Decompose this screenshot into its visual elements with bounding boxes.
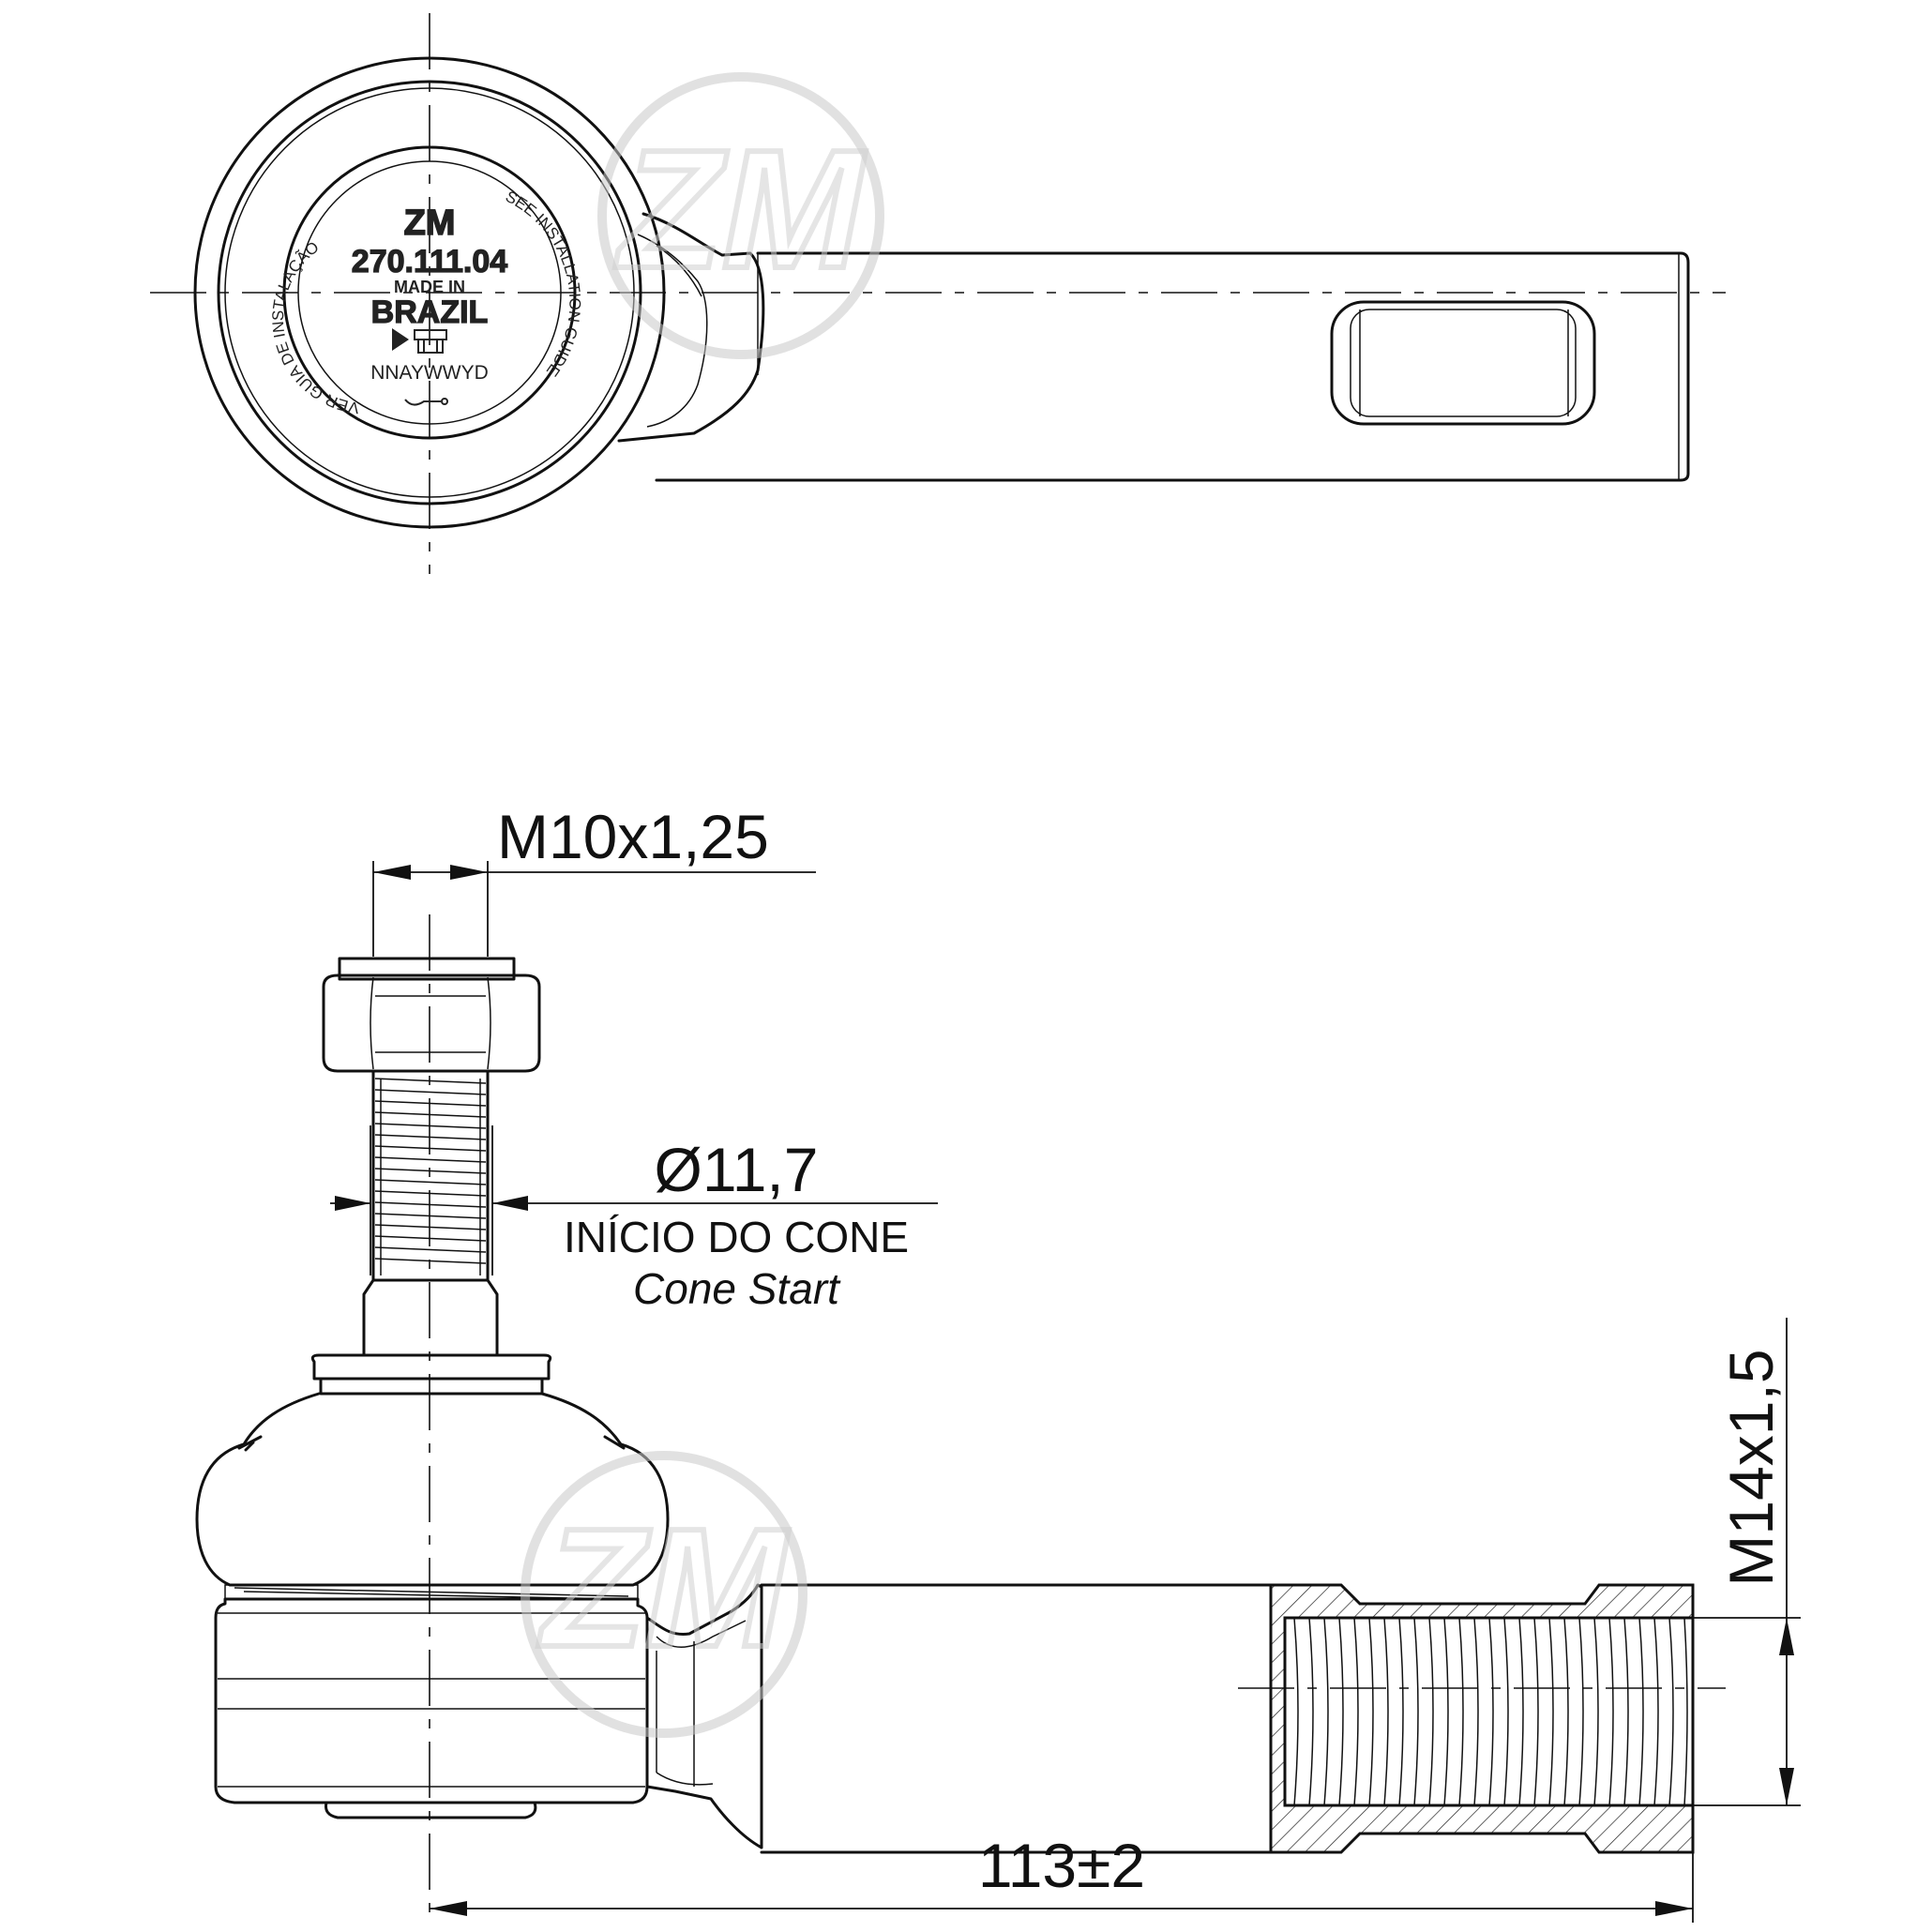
side-neck-detail-top — [656, 1620, 747, 1648]
stud-washer-lower — [319, 1377, 544, 1396]
side-neck — [645, 1583, 763, 1849]
svg-text:ZM: ZM — [537, 1494, 790, 1683]
stud-thread-lines — [374, 1078, 487, 1264]
rod-arrow-bottom — [1779, 1768, 1794, 1805]
wrench-flat — [1330, 300, 1596, 426]
length-arrow-right — [1655, 1901, 1693, 1916]
svg-text:ZM: ZM — [614, 115, 867, 304]
date-code-marking: NNAYWWYD — [370, 362, 489, 384]
cone-start-label-en: Cone Start — [633, 1264, 841, 1313]
cone-start-label-pt: INÍCIO DO CONE — [564, 1213, 909, 1261]
ring-text-left: VER GUIA DE INSTALAÇÃO — [269, 238, 360, 417]
rod-arrow-top — [1779, 1618, 1794, 1655]
cap-outer-circle — [282, 145, 577, 440]
nut-top-washer — [338, 957, 516, 981]
arrow-right — [450, 865, 488, 880]
bore-thread-lines — [1293, 1617, 1688, 1806]
nut-body — [322, 974, 541, 1073]
housing-second-circle — [217, 80, 642, 506]
threaded-bore — [1283, 1616, 1695, 1807]
watermark-logo-bottom: ZM — [521, 1451, 808, 1738]
ball-housing — [214, 1597, 649, 1804]
top-neck-detail — [656, 245, 702, 297]
nut-facet-left — [370, 976, 374, 1070]
cone-arrow-right — [492, 1196, 528, 1211]
cone-diameter-label: Ø11,7 — [655, 1135, 819, 1204]
top-view: ZM 270.111.04 MADE IN BRAZIL NNAYWWYD VE… — [150, 13, 1726, 574]
top-shaft-outline — [655, 251, 1690, 482]
arrow-left — [373, 865, 411, 880]
boot-clip-left — [237, 1435, 263, 1452]
part-number-marking: 270.111.04 — [352, 244, 508, 279]
country-marking: BRAZIL — [371, 294, 489, 330]
threaded-stud — [362, 1069, 499, 1357]
made-in-marking: MADE IN — [394, 278, 465, 296]
top-neck-outline — [617, 212, 765, 443]
dimension-rod-thread: M14x1,5 — [1693, 1318, 1801, 1806]
boot-clip-right — [603, 1435, 626, 1450]
rod-thread-label: M14x1,5 — [1716, 1349, 1786, 1586]
housing-outer-circle — [193, 56, 666, 529]
dimension-stud-thread: M10x1,25 — [372, 802, 816, 957]
wrench-flat-inner — [1350, 309, 1577, 417]
stud-thread-outline — [371, 1069, 490, 1282]
cap-inner-circle — [297, 160, 562, 425]
brand-marking: ZM — [404, 204, 456, 243]
dimension-overall-length: 113±2 — [430, 1831, 1694, 1923]
wrench-symbol-icon — [404, 398, 448, 406]
watermark-logo-top: ZM — [597, 72, 884, 359]
stud-symbol-icon — [392, 328, 447, 354]
stud-washer — [310, 1353, 552, 1381]
housing-third-circle — [224, 87, 635, 498]
length-arrow-left — [430, 1901, 467, 1916]
nut-facet-right — [487, 976, 491, 1070]
cone-arrow-left — [335, 1196, 370, 1211]
side-shaft — [760, 1583, 1273, 1854]
top-neck-inner-line — [637, 234, 708, 428]
ring-text-right: SEE INSTALLATION GUIDE — [503, 188, 584, 380]
castle-nut — [322, 957, 541, 1073]
housing-bottom-cap — [325, 1801, 537, 1819]
side-view: ZM — [195, 914, 1726, 1923]
stud-cone — [362, 1278, 499, 1357]
side-neck-detail-bottom — [656, 1772, 714, 1786]
stud-thread-root-lines — [380, 1079, 481, 1275]
dimension-cone-diameter: Ø11,7 INÍCIO DO CONE Cone Start — [330, 1125, 938, 1313]
stud-thread-label: M10x1,25 — [497, 802, 769, 871]
overall-length-label: 113±2 — [978, 1831, 1145, 1900]
